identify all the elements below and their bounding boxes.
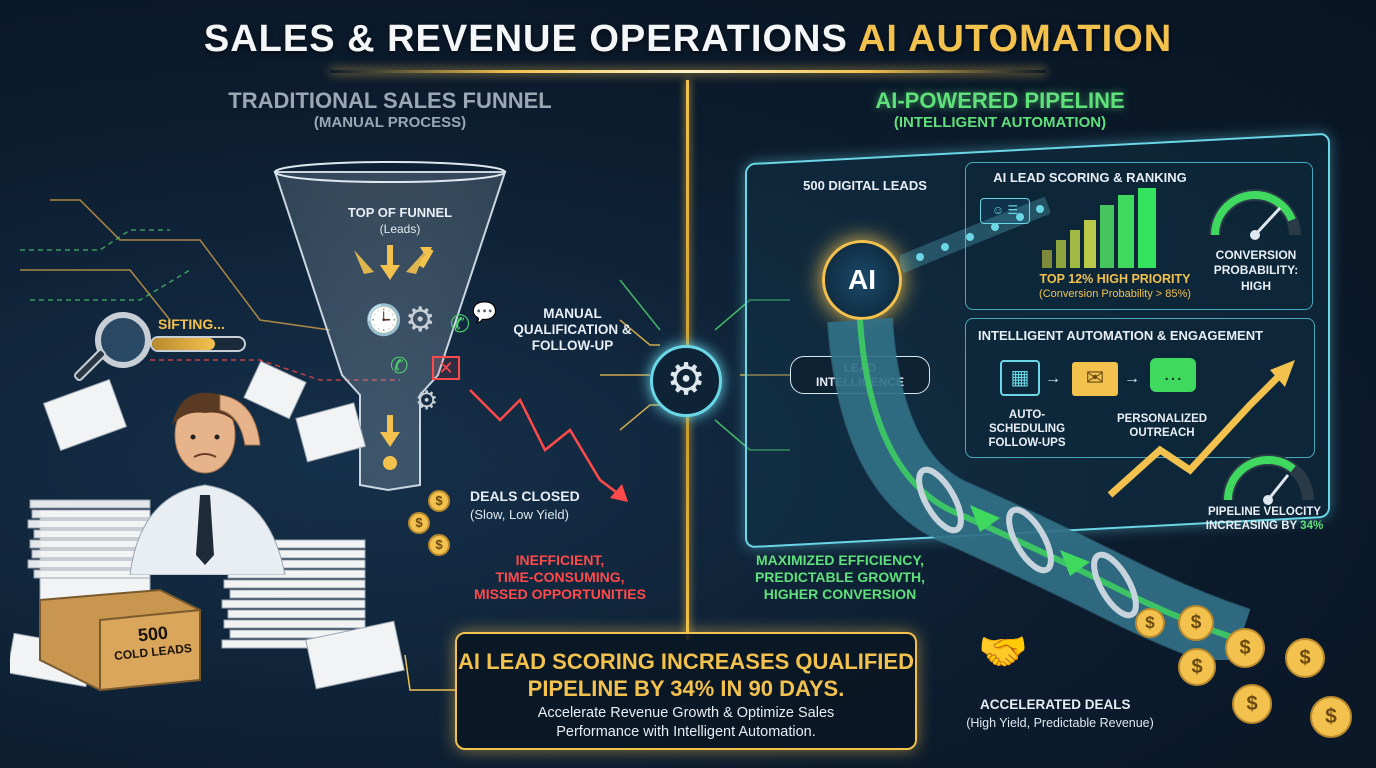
conversion-probability-label: CONVERSION PROBABILITY: [1213,248,1299,277]
deals-closed-sublabel: (Slow, Low Yield) [470,507,569,522]
title-main: SALES & REVENUE OPERATIONS [203,18,848,60]
gear-icon: ⚙ [405,301,436,339]
title-accent: AI AUTOMATION [857,18,1173,60]
coin-icon: $ [1310,696,1352,738]
chat-bubble-icon: … [1150,358,1196,392]
benefit-item: PREDICTABLE GROWTH, [754,569,926,585]
sifting-progress-fill [152,338,215,350]
lead-stream [900,196,1050,274]
funnel-top-label: TOP OF FUNNEL [347,205,453,220]
coin-icon: $ [1178,648,1216,686]
sifting-progress-bar [150,336,246,352]
left-heading: TRADITIONAL SALES FUNNEL [228,88,552,113]
title-underline [330,70,1046,73]
problem-item: TIME-CONSUMING, [495,569,625,585]
lead-card-icon: ☺ ☰ [980,198,1030,224]
problem-item: INEFFICIENT, [515,552,605,568]
top-priority-label: TOP 12% HIGH PRIORITY [1039,272,1191,286]
callout-body: Accelerate Revenue Growth & Optimize Sal… [457,704,915,742]
benefit-item: HIGHER CONVERSION [763,586,917,602]
pipeline-tube [827,317,1251,660]
coin-icon: $ [428,534,450,556]
personalized-outreach-label: PERSONALIZED OUTREACH [1116,413,1208,439]
callout-body-line-1: Accelerate Revenue Growth & Optimize Sal… [537,705,835,721]
coin-icon: $ [1285,638,1325,678]
velocity-gauge [1222,454,1314,505]
arrow-right-icon: → [1124,370,1140,387]
conversion-gauge [1209,189,1301,240]
engagement-panel [965,318,1315,458]
right-heading: AI-POWERED PIPELINE [875,88,1125,113]
center-gear-icon: ⚙ [650,345,722,417]
coin-icon: $ [428,490,450,512]
accelerated-deals-sublabel: (High Yield, Predictable Revenue) [966,716,1154,730]
engagement-title: INTELLIGENT AUTOMATION & ENGAGEMENT [978,328,1264,343]
auto-scheduling-label: AUTO-SCHEDULING FOLLOW-UPS [988,409,1066,449]
pipeline-velocity-label: PIPELINE VELOCITY INCREASING BY [1205,506,1322,532]
phone-icon: ✆ [450,311,471,338]
phone-icon-2: ✆ [390,353,409,378]
rejected-mail-icon: ✕ [432,356,460,380]
funnel-top-sublabel: (Leads) [379,222,421,236]
lead-scoring-title: AI LEAD SCORING & RANKING [993,170,1187,185]
chat-icon: 💬 [472,302,497,324]
left-subheading: (MANUAL PROCESS) [313,114,467,131]
top-priority-sublabel: (Conversion Probability > 85%) [1039,288,1191,300]
calendar-icon: ▦ [1000,360,1040,396]
callout-headline: AI LEAD SCORING INCREASES QUALIFIED PIPE… [457,648,915,702]
coin-icon: $ [1135,608,1165,638]
funnel-graphic [273,161,507,492]
digital-leads-label: 500 DIGITAL LEADS [803,178,927,193]
coin-icon: $ [1178,605,1214,641]
deals-closed-label: DEALS CLOSED [470,488,580,504]
paper-stacks [10,360,405,692]
clock-icon: 🕒 [365,304,403,337]
callout-body-line-2: Performance with Intelligent Automation. [556,724,816,740]
problems-list: INEFFICIENT, TIME-CONSUMING, MISSED OPPO… [460,552,660,603]
coin-icon: $ [1225,628,1265,668]
coin-icon: $ [1232,684,1272,724]
benefits-list: MAXIMIZED EFFICIENCY, PREDICTABLE GROWTH… [745,552,935,603]
callout-headline-line-1: AI LEAD SCORING INCREASES QUALIFIED [458,649,914,674]
key-insight-callout: AI LEAD SCORING INCREASES QUALIFIED PIPE… [455,632,917,750]
problem-item: MISSED OPPORTUNITIES [474,586,646,602]
envelope-icon: ✉ [1072,362,1118,396]
arrow-right-icon: → [1045,370,1061,387]
stressed-salesman [129,392,286,575]
gear-icon-2: ⚙ [415,385,439,415]
coin-icon: $ [408,512,430,534]
callout-headline-line-2: PIPELINE BY 34% IN 90 DAYS. [527,676,845,701]
sifting-label: SIFTING... [158,316,225,332]
growth-arrow [1107,360,1295,498]
right-subheading: (INTELLIGENT AUTOMATION) [893,114,1107,131]
declining-trend-line [469,389,621,496]
conversion-probability-value: HIGH [1241,279,1271,293]
pipeline-velocity: PIPELINE VELOCITY INCREASING BY 34% [1192,505,1337,533]
benefit-item: MAXIMIZED EFFICIENCY, [755,552,924,568]
ranking-bars [1042,188,1156,268]
pipeline-velocity-value: 34% [1300,520,1324,532]
ai-core-icon: AI [822,240,902,320]
handshake-icon: 🤝 [978,630,1028,674]
manual-qualification-label: MANUAL QUALIFICATION & FOLLOW-UP [513,306,632,353]
accelerated-deals-label: ACCELERATED DEALS [980,697,1131,712]
page-title: SALES & REVENUE OPERATIONS AI AUTOMATION [0,18,1376,61]
magnifier-icon [95,312,151,368]
